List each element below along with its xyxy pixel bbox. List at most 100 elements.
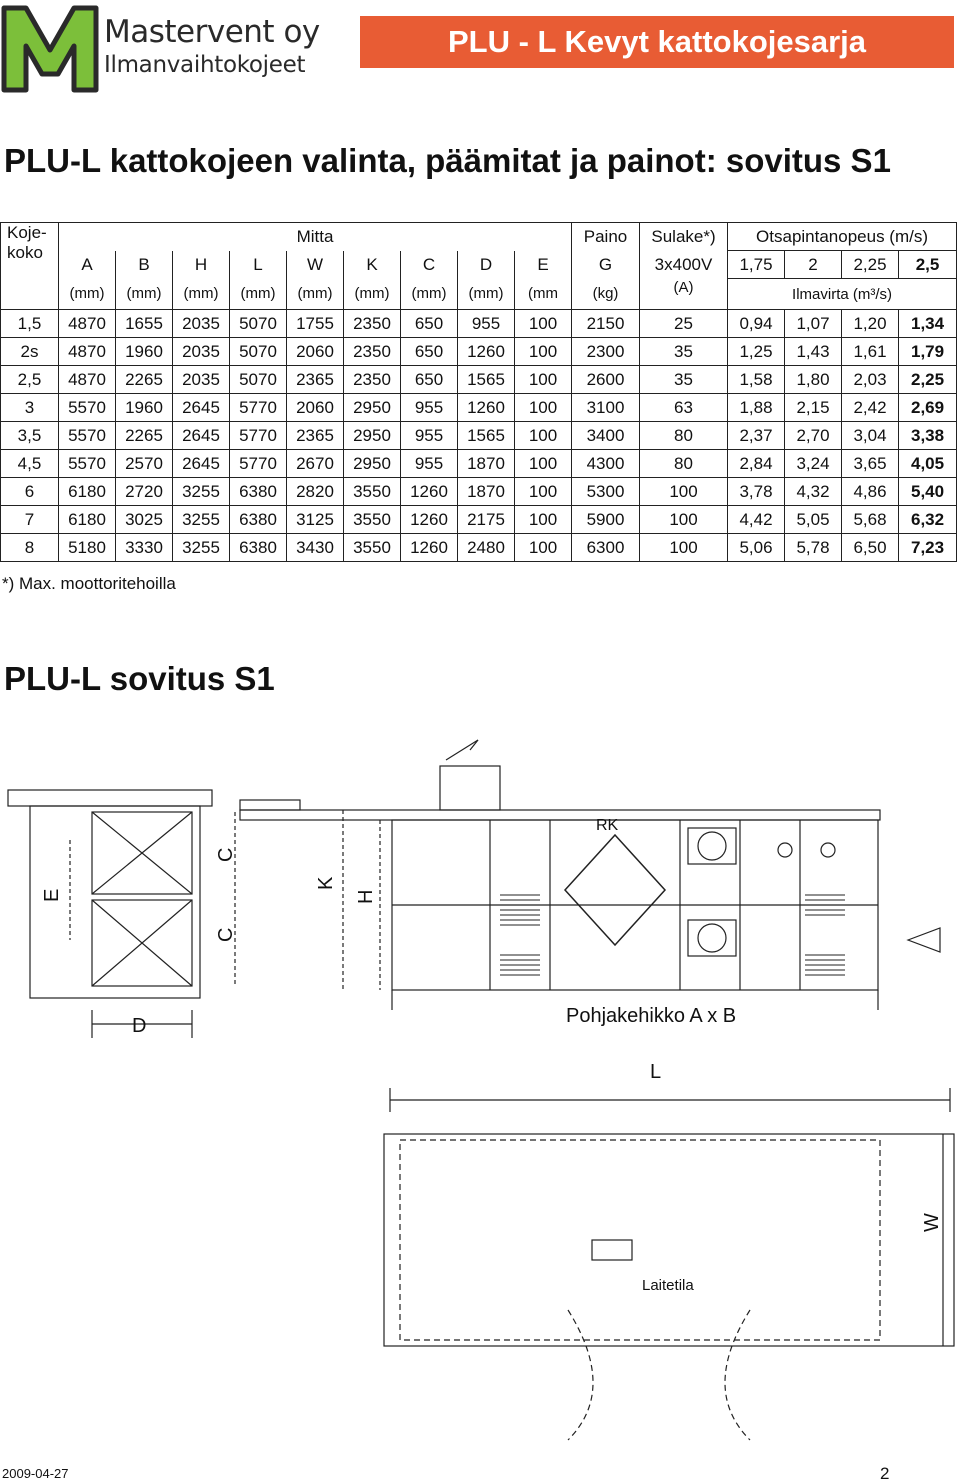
value-cell: 1870 (457, 477, 515, 506)
dim-label-L: L (650, 1061, 661, 1083)
value-cell: 6380 (229, 477, 287, 506)
value-cell: 100 (639, 505, 729, 534)
value-cell: 4,05 (898, 449, 958, 478)
value-cell: 3,65 (841, 449, 900, 478)
end-view-upper-section (91, 811, 193, 895)
value-cell: 6380 (229, 533, 287, 562)
value-cell: 5,78 (784, 533, 843, 562)
value-cell: 1565 (457, 421, 515, 450)
value-cell: 2350 (343, 309, 401, 338)
ilmavirta-header: Ilmavirta (m³/s) (727, 278, 958, 310)
value-cell: 6180 (58, 505, 116, 534)
value-cell: 100 (639, 533, 729, 562)
value-cell: 3255 (172, 505, 230, 534)
col-header-D: D (457, 250, 515, 279)
value-cell: 3,24 (784, 449, 843, 478)
value-cell: 1960 (115, 337, 173, 366)
value-cell: 1,07 (784, 309, 843, 338)
plan-view-body (383, 1133, 955, 1347)
value-cell: 5,68 (841, 505, 900, 534)
header-paino: Paino (571, 222, 641, 251)
page-number: 2 (880, 1464, 890, 1483)
header-size: Koje-koko (0, 222, 59, 279)
dim-label-K: K (315, 876, 337, 890)
value-cell: 3025 (115, 505, 173, 534)
value-cell: 1755 (286, 309, 344, 338)
logo-m-mark (1, 5, 99, 93)
value-cell: 2,15 (784, 393, 843, 422)
unit-cell: (mm) (457, 278, 515, 310)
value-cell: 2350 (343, 365, 401, 394)
value-cell: 1655 (115, 309, 173, 338)
header-sulake: Sulake*) (639, 222, 729, 251)
value-cell: 1565 (457, 365, 515, 394)
value-cell: 5770 (229, 449, 287, 478)
value-cell: 2645 (172, 421, 230, 450)
value-cell: 2820 (286, 477, 344, 506)
value-cell: 2350 (343, 337, 401, 366)
value-cell: 955 (400, 421, 458, 450)
value-cell: 7,23 (898, 533, 958, 562)
value-cell: 3125 (286, 505, 344, 534)
size-cell: 2,5 (0, 365, 59, 394)
side-view-roof (239, 809, 881, 821)
end-view-body (29, 805, 201, 999)
value-cell: 5570 (58, 449, 116, 478)
velocity-header: 2 (784, 250, 843, 279)
value-cell: 6,32 (898, 505, 958, 534)
spec-table: Koje-koko Mitta Paino Sulake*) Otsapinta… (0, 222, 958, 562)
velocity-header: 1,75 (727, 250, 786, 279)
value-cell: 2950 (343, 393, 401, 422)
value-cell: 3550 (343, 477, 401, 506)
value-cell: 1960 (115, 393, 173, 422)
value-cell: 1,80 (784, 365, 843, 394)
value-cell: 650 (400, 309, 458, 338)
value-cell: 6380 (229, 505, 287, 534)
label-RK: RK (596, 817, 619, 834)
value-cell: 5,05 (784, 505, 843, 534)
value-cell: 25 (639, 309, 729, 338)
size-cell: 1,5 (0, 309, 59, 338)
value-cell: 80 (639, 421, 729, 450)
value-cell: 1,79 (898, 337, 958, 366)
value-cell: 2265 (115, 421, 173, 450)
value-cell: 3255 (172, 477, 230, 506)
end-view-lower-section (91, 899, 193, 987)
value-cell: 1260 (457, 337, 515, 366)
value-cell: 2150 (571, 309, 641, 338)
value-cell: 5,40 (898, 477, 958, 506)
value-cell: 1,43 (784, 337, 843, 366)
value-cell: 100 (513, 309, 573, 338)
size-cell: 3 (0, 393, 59, 422)
value-cell: 1260 (400, 477, 458, 506)
value-cell: 3550 (343, 533, 401, 562)
value-cell: 5180 (58, 533, 116, 562)
value-cell: 100 (513, 365, 573, 394)
value-cell: 5,06 (727, 533, 786, 562)
table-header-row-1: Koje-koko Mitta Paino Sulake*) Otsapinta… (0, 222, 958, 279)
dim-label-H: H (355, 890, 377, 904)
value-cell: 5070 (229, 365, 287, 394)
col-header-L: L (229, 250, 287, 279)
col-header-E: E (513, 250, 573, 279)
value-cell: 2365 (286, 421, 344, 450)
value-cell: 2365 (286, 365, 344, 394)
value-cell: 2,69 (898, 393, 958, 422)
value-cell: 4300 (571, 449, 641, 478)
value-cell: 5570 (58, 393, 116, 422)
value-cell: 63 (639, 393, 729, 422)
value-cell: 1260 (400, 533, 458, 562)
value-cell: 3,04 (841, 421, 900, 450)
dim-label-E: E (41, 889, 63, 902)
value-cell: 2670 (286, 449, 344, 478)
value-cell: 0,94 (727, 309, 786, 338)
value-cell: 6,50 (841, 533, 900, 562)
col-header-A: A (58, 250, 116, 279)
value-cell: 1870 (457, 449, 515, 478)
label-base-grid: Pohjakehikko A x B (566, 1005, 736, 1027)
